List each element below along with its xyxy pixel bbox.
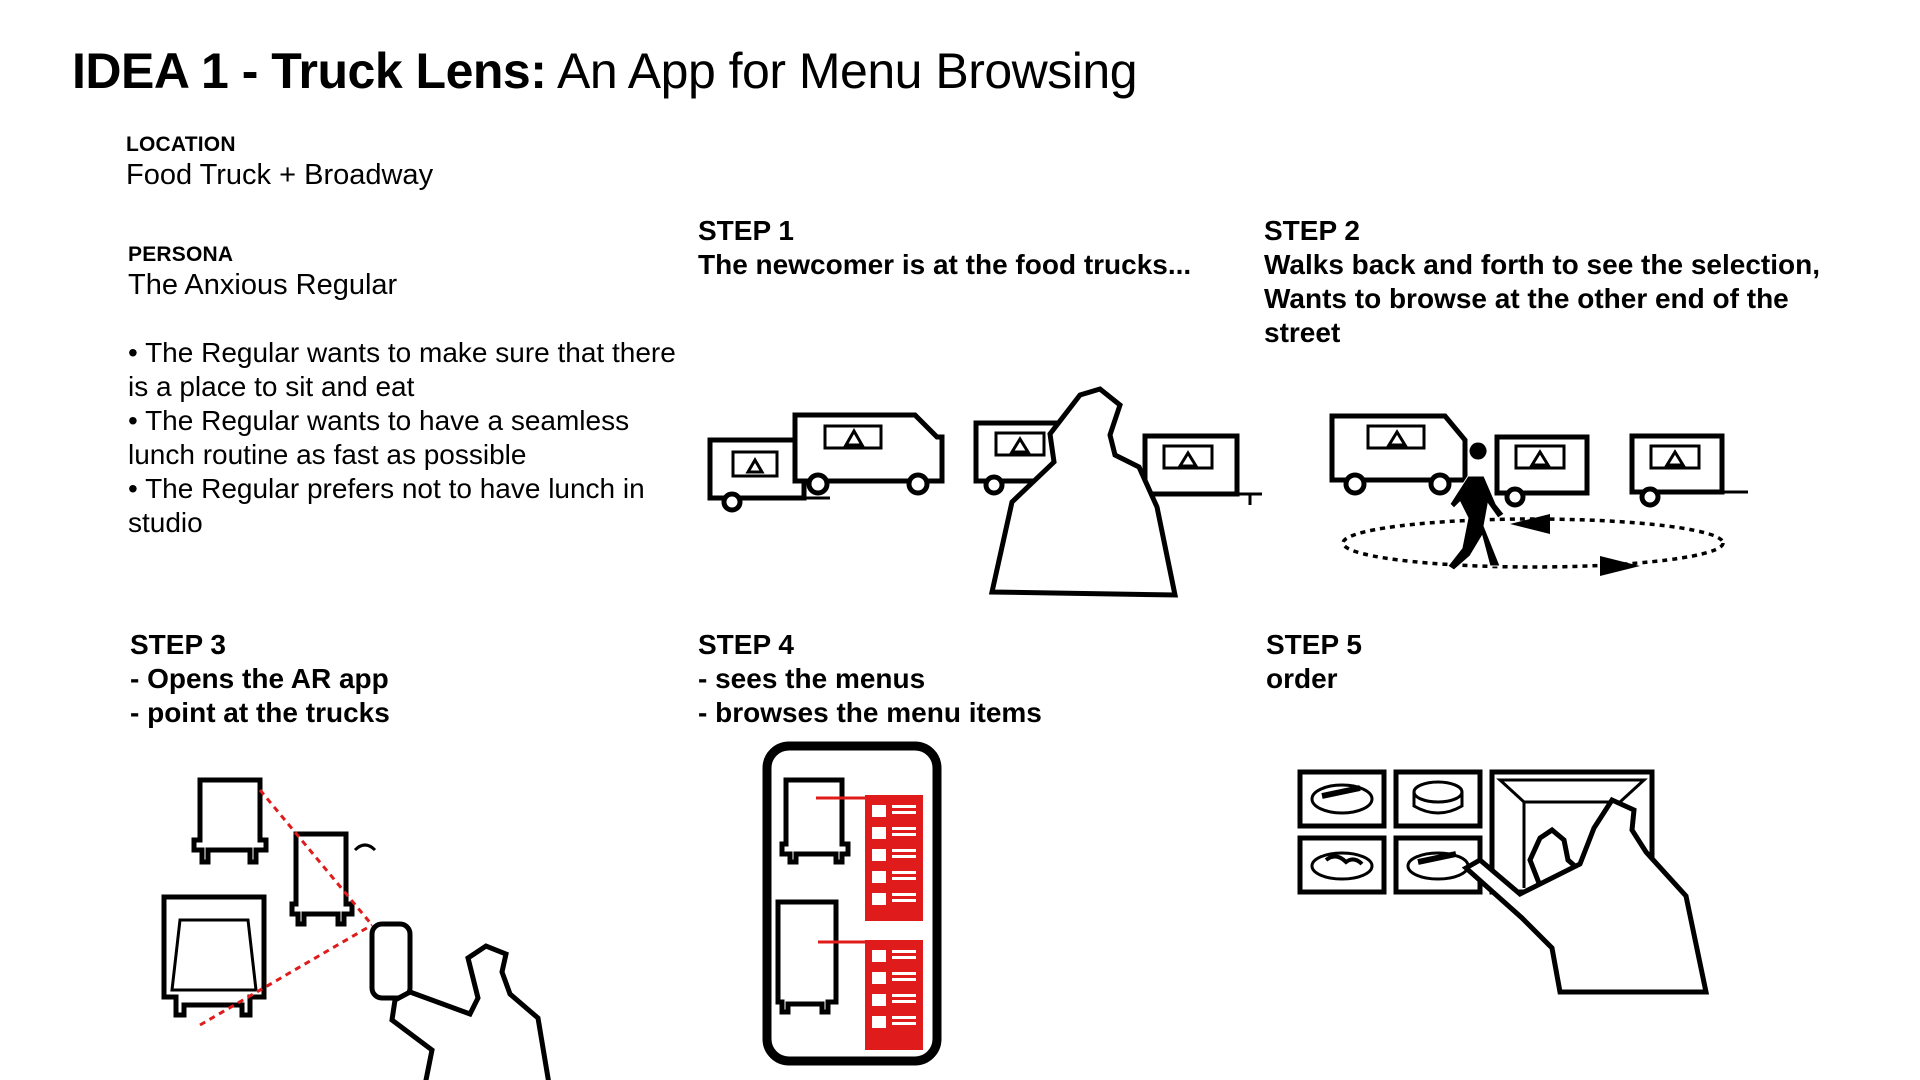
step-1-label: STEP 1 [698, 215, 794, 246]
persona-value: The Anxious Regular [128, 269, 398, 301]
step-5-text: order [1266, 663, 1338, 694]
food-truck-icon [1329, 413, 1468, 496]
food-truck-icon [289, 831, 377, 927]
food-truck-icon [161, 894, 267, 1018]
location-value: Food Truck + Broadway [126, 159, 434, 191]
food-truck-icon [1629, 433, 1748, 508]
person-silhouette-icon [389, 943, 551, 1080]
step-2-text: street [1264, 317, 1341, 348]
step-2-label: STEP 2 [1264, 215, 1360, 246]
persona-label: PERSONA [128, 243, 234, 266]
arrow-right-icon [1600, 556, 1640, 576]
phone-icon [369, 921, 413, 1001]
food-truck-icon [1494, 434, 1590, 508]
title-rest: An App for Menu Browsing [546, 43, 1137, 99]
step-1-text: The newcomer is at the food trucks... [698, 249, 1192, 280]
food-truck-icon [191, 777, 269, 865]
persona-bullet: • The Regular prefers not to have lunch … [128, 473, 645, 538]
location-label: LOCATION [126, 133, 236, 156]
step-4-text: - sees the menus [698, 663, 926, 694]
person-silhouette-icon [988, 386, 1179, 598]
food-dish-icon [1297, 835, 1387, 895]
food-truck-icon [792, 412, 945, 496]
step-5-label: STEP 5 [1266, 629, 1362, 660]
step-3-text: - point at the trucks [130, 697, 390, 728]
persona-bullet: • The Regular wants to have a seamless l… [128, 405, 630, 470]
step-2-text: Wants to browse at the other end of the [1264, 283, 1789, 314]
food-truck-icon [707, 437, 830, 513]
step-3-text: - Opens the AR app [130, 663, 389, 694]
food-truck-icon [1142, 433, 1262, 505]
food-dish-icon [1393, 769, 1483, 829]
step-4-label: STEP 4 [698, 629, 794, 660]
food-dish-icon [1297, 769, 1387, 829]
food-truck-icon [779, 777, 851, 865]
step-2-text: Walks back and forth to see the selectio… [1264, 249, 1820, 280]
food-truck-icon [775, 899, 839, 1015]
walking-person-icon [1447, 441, 1505, 571]
persona-bullet: • The Regular wants to make sure that th… [128, 337, 676, 402]
step-3-label: STEP 3 [130, 629, 226, 660]
person-silhouette-icon [1461, 796, 1710, 995]
arrow-left-icon [1510, 514, 1550, 534]
step-4-text: - browses the menu items [698, 697, 1042, 728]
title-bold: IDEA 1 - Truck Lens: [72, 43, 547, 99]
page-title: IDEA 1 - Truck Lens: An App for Menu Bro… [72, 42, 1137, 100]
